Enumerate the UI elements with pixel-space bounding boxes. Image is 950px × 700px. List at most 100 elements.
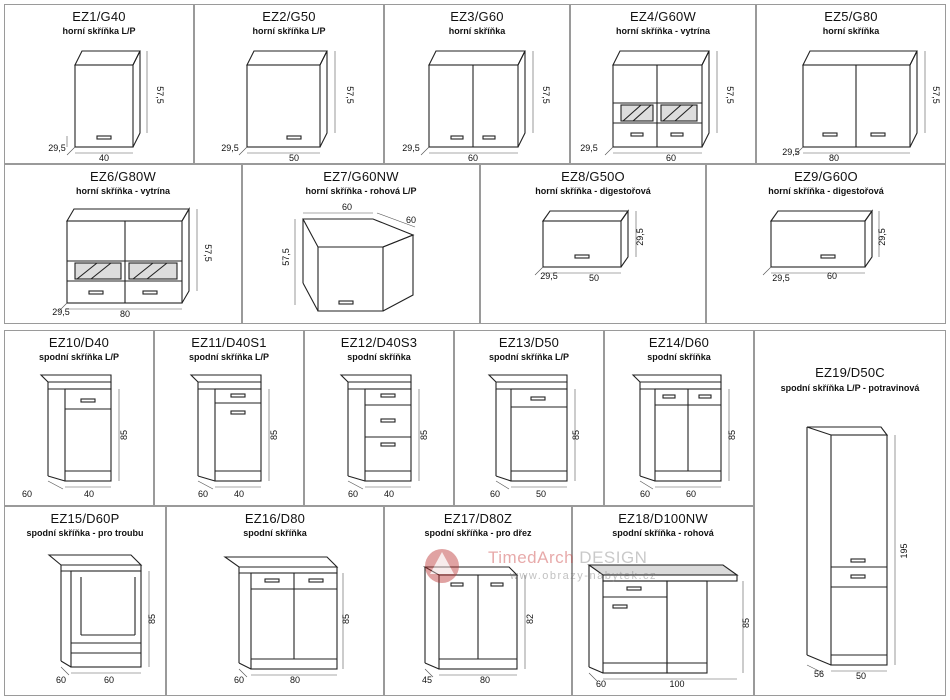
cabinet-drawing: 40 60 85: [22, 374, 129, 499]
width2-label: 60: [406, 215, 416, 225]
cabinet-drawing: 40 60 85: [339, 374, 429, 499]
cabinet-cell-ez12: EZ12/D40S3 spodní skříňka 40 60 85: [304, 330, 454, 506]
height-label: 85: [119, 430, 129, 440]
cabinet-code: EZ5/G80: [824, 9, 878, 24]
depth-label: 60: [56, 675, 66, 685]
watermark: TimedArch DESIGN www.obrazy-nabytek.cz: [420, 544, 720, 594]
width-label: 80: [120, 309, 130, 319]
cabinet-cell-ez9: EZ9/G60O horní skříňka - digestořová 60 …: [706, 164, 946, 324]
height-label: 85: [269, 430, 279, 440]
depth-label: 29,5: [580, 143, 598, 153]
cabinet-description: horní skříňka L/P: [252, 26, 326, 36]
width-label: 40: [84, 489, 94, 499]
cabinet-cell-ez17: EZ17/D80Z spodní skříňka - pro dřez 80 4…: [384, 506, 572, 696]
cabinet-description: horní skříňka - digestořová: [535, 186, 651, 196]
height-label: 57,5: [931, 86, 941, 104]
cabinet-drawing: 60 60 85: [631, 374, 737, 499]
width-label: 40: [234, 489, 244, 499]
depth-label: 60: [640, 489, 650, 499]
cabinet-description: horní skříňka - vytrína: [615, 26, 711, 36]
width-label: 50: [289, 153, 299, 163]
cabinet-code: EZ19/D50C: [815, 365, 885, 380]
width-label: 50: [589, 273, 599, 283]
cabinet-cell-ez18: EZ18/D100NW spodní skříňka - rohová 100 …: [572, 506, 754, 696]
depth-label: 29,5: [52, 307, 70, 317]
height-label: 57,5: [203, 244, 213, 262]
cabinet-code: EZ7/G60NW: [323, 169, 399, 184]
cabinet-cell-ez14: EZ14/D60 spodní skříňka 60 60 85: [604, 330, 754, 506]
height-label: 85: [147, 614, 157, 624]
cabinet-drawing: 50 29,5 29,5: [534, 209, 645, 283]
cabinet-cell-ez10: EZ10/D40 spodní skříňka L/P 40 60 85: [4, 330, 154, 506]
cabinet-drawing: 50 60 85: [487, 374, 581, 499]
cabinet-drawing: 80 29,5 57,5: [782, 50, 941, 163]
width-label: 60: [342, 202, 352, 212]
height-label: 82: [525, 614, 535, 624]
width-label: 40: [99, 153, 109, 163]
height-label: 195: [899, 543, 909, 558]
height-label: 57,5: [281, 248, 291, 266]
cabinet-code: EZ9/G60O: [794, 169, 858, 184]
cabinet-code: EZ13/D50: [498, 335, 560, 350]
width-label: 80: [829, 153, 839, 163]
cabinet-code: EZ18/D100NW: [618, 511, 708, 526]
cabinet-code: EZ17/D80Z: [443, 511, 513, 526]
cabinet-drawing: 60 29,5 29,5: [762, 209, 887, 283]
width-label: 60: [827, 271, 837, 281]
cabinet-code: EZ11/D40S1: [191, 335, 267, 350]
cabinet-code: EZ14/D60: [648, 335, 710, 350]
width-label: 60: [104, 675, 114, 685]
cabinet-description: spodní skříňka: [243, 528, 307, 538]
cabinet-cell-ez8: EZ8/G50O horní skříňka - digestořová 50 …: [480, 164, 706, 324]
watermark-logo-icon: [425, 549, 459, 583]
cabinet-code: EZ10/D40: [48, 335, 110, 350]
width-label: 60: [666, 153, 676, 163]
height-label: 85: [741, 618, 751, 628]
cabinet-drawing: 100 60 85: [587, 564, 751, 689]
cabinet-description: spodní skříňka - rohová: [612, 528, 714, 538]
cabinet-code: EZ1/G40: [72, 9, 126, 24]
height-label: 57,5: [541, 86, 551, 104]
cabinet-cell-ez1: EZ1/G40 horní skříňka L/P 40 29,5 57,5: [4, 4, 194, 164]
cabinet-description: horní skříňka: [448, 26, 506, 36]
height-label: 85: [571, 430, 581, 440]
height-label: 29,5: [877, 228, 887, 246]
cabinet-description: horní skříňka - digestořová: [768, 186, 884, 196]
height-label: 85: [727, 430, 737, 440]
cabinet-drawing: 60 29,5 57,5: [402, 50, 551, 163]
cabinet-drawing: 40 60 85: [189, 374, 279, 499]
cabinet-cell-ez15: EZ15/D60P spodní skříňka - pro troubu 60…: [4, 506, 166, 696]
cabinet-code: EZ12/D40S3: [340, 335, 418, 350]
cabinet-description: spodní skříňka L/P: [188, 352, 270, 362]
depth-label: 60: [596, 679, 606, 689]
cabinet-code: EZ8/G50O: [561, 169, 625, 184]
cabinet-cell-ez4: EZ4/G60W horní skříňka - vytrína 60 29,5…: [570, 4, 756, 164]
watermark-url: www.obrazy-nabytek.cz: [510, 570, 658, 582]
cabinet-cell-ez3: EZ3/G60 horní skříňka 60 29,5 57,5: [384, 4, 570, 164]
depth-label: 60: [22, 489, 32, 499]
cabinet-cell-ez11: EZ11/D40S1 spodní skříňka L/P 40 60 85: [154, 330, 304, 506]
height-label: 57,5: [155, 86, 165, 104]
depth-label: 29,5: [48, 143, 66, 153]
width-label: 40: [384, 489, 394, 499]
cabinet-code: EZ15/D60P: [50, 511, 120, 526]
cabinet-code: EZ6/G80W: [90, 169, 156, 184]
width-label: 50: [536, 489, 546, 499]
height-label: 29,5: [635, 228, 645, 246]
cabinet-cell-ez13: EZ13/D50 spodní skříňka L/P 50 60 85: [454, 330, 604, 506]
cabinet-description: spodní skříňka L/P - potravinová: [780, 383, 920, 393]
depth-label: 29,5: [782, 147, 800, 157]
cabinet-cell-ez2: EZ2/G50 horní skříňka L/P 50 29,5 57,5: [194, 4, 384, 164]
depth-label: 60: [490, 489, 500, 499]
cabinet-cell-ez5: EZ5/G80 horní skříňka 80 29,5 57,5: [756, 4, 946, 164]
cabinet-cell-ez6: EZ6/G80W horní skříňka - vytrína 80 29,5…: [4, 164, 242, 324]
cabinet-description: spodní skříňka: [647, 352, 711, 362]
width-label: 80: [290, 675, 300, 685]
cabinet-drawing: 50 56 195: [806, 426, 909, 681]
cabinet-description: spodní skříňka L/P: [488, 352, 570, 362]
cabinet-drawing: 80 45 82: [422, 566, 535, 685]
height-label: 57,5: [345, 86, 355, 104]
cabinet-cell-ez16: EZ16/D80 spodní skříňka 80 60 85: [166, 506, 384, 696]
depth-label: 29,5: [540, 271, 558, 281]
width-label: 60: [686, 489, 696, 499]
